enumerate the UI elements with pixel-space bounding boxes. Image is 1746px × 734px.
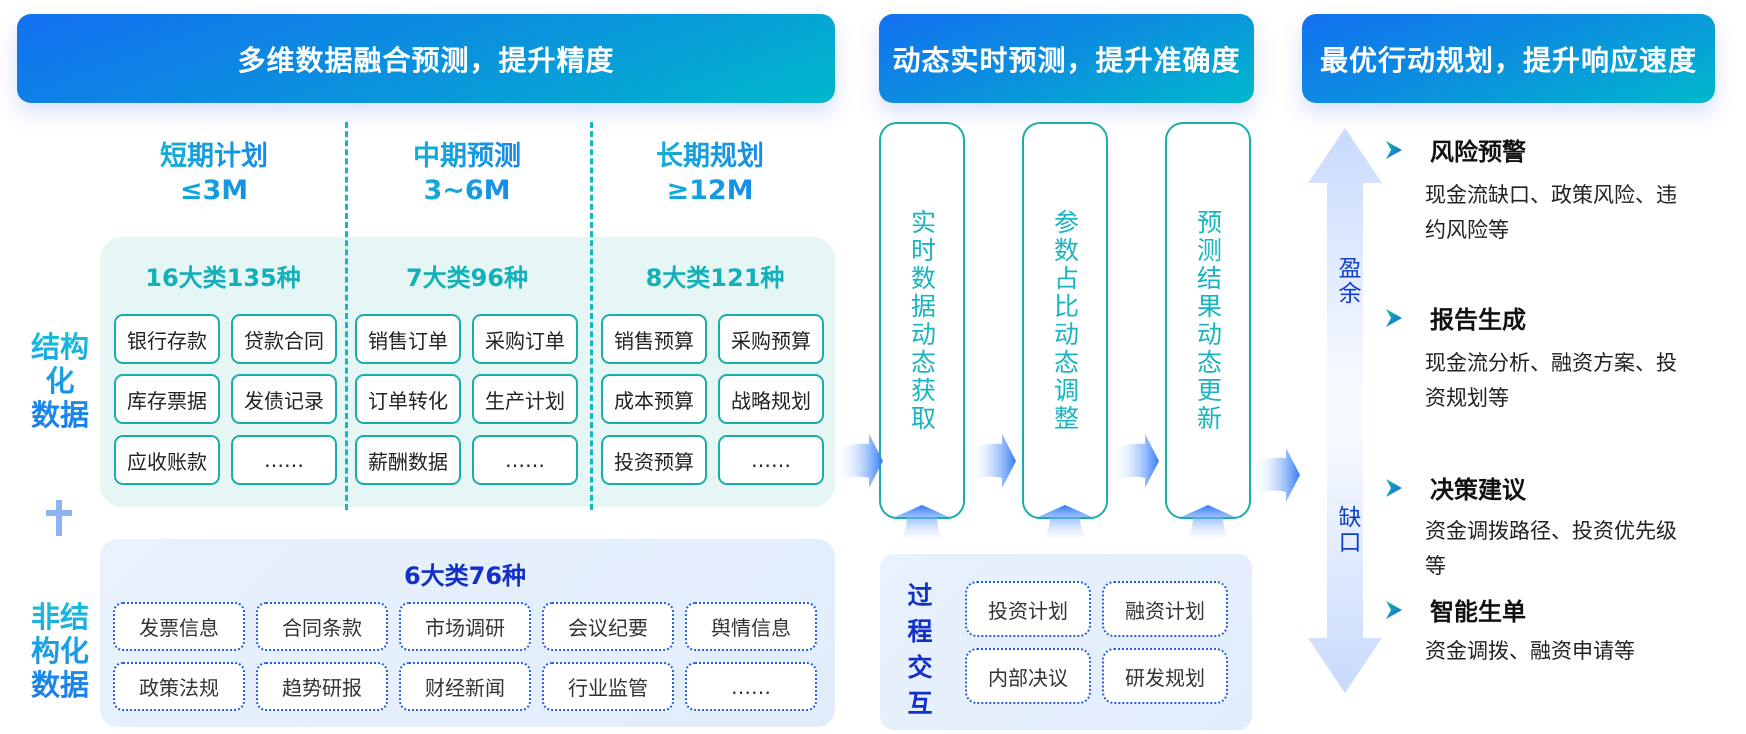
period-mid-term: 中期预测 3~6M [367,140,567,208]
data-chip: 发债记录 [231,374,337,424]
data-chip: …… [472,435,578,485]
action-description: 资金调拨路径、投资优先级等 [1425,519,1677,578]
surplus-label: 盈余 [1334,256,1360,306]
flow-arrow-icon [968,434,1016,488]
process-chip: 内部决议 [965,648,1091,704]
action-title-text: 风险预警 [1430,138,1526,166]
period-range: ≥12M [666,175,754,206]
flow-arrow-icon [1111,434,1159,488]
period-name: 中期预测 [413,141,521,172]
data-chip: 应收账款 [114,435,220,485]
label-line: 构化 [30,634,89,668]
header-optimal-planning: 最优行动规划，提升响应速度 [1302,14,1715,103]
step-label: 实时数据动态获取 [907,208,937,433]
process-interaction-label: 过程交互 [907,581,933,718]
flow-arrow-icon [835,434,883,488]
data-chip: …… [718,435,824,485]
unstructured-chip: 行业监管 [542,662,674,711]
label-line: 结构 [30,330,89,364]
unstructured-chip: 政策法规 [113,662,245,711]
bullet-arrow-icon [1386,308,1402,327]
action-description: 现金流缺口、政策风险、违约风险等 [1425,183,1677,242]
bullet-arrow-icon [1386,140,1402,159]
process-chip: 融资计划 [1102,581,1228,637]
label-line: 数据 [30,668,89,702]
process-chip: 投资计划 [965,581,1091,637]
unstructured-chip: 趋势研报 [256,662,388,711]
action-title-text: 决策建议 [1430,476,1526,504]
unstructured-chip: 市场调研 [399,602,531,651]
data-chip: 生产计划 [472,374,578,424]
period-divider [590,122,593,510]
data-chip: …… [231,435,337,485]
header-multi-dim-forecast: 多维数据融合预测，提升精度 [17,14,835,103]
step-label: 预测结果动态更新 [1193,208,1223,433]
data-chip: 库存票据 [114,374,220,424]
label-line: 化 [45,364,75,398]
action-title-text: 智能生单 [1430,598,1526,626]
structured-data-label: 结构 化 数据 [20,330,100,432]
unstructured-chip: 财经新闻 [399,662,531,711]
up-arrow-icon [1038,505,1092,545]
short-term-count: 16大类135种 [145,264,301,292]
unstructured-count: 6大类76种 [403,562,527,590]
header-dynamic-forecast: 动态实时预测，提升准确度 [879,14,1254,103]
period-short-term: 短期计划 ≤3M [114,140,314,208]
data-chip: 投资预算 [601,435,707,485]
plus-icon [46,500,72,536]
structured-data-panel [100,237,835,507]
unstructured-chip: 发票信息 [113,602,245,651]
surplus-gap-double-arrow-icon [1308,128,1382,693]
label-line: 数据 [30,398,89,432]
data-chip: 薪酬数据 [355,435,461,485]
data-chip: 银行存款 [114,314,220,364]
step-realtime-data: 实时数据动态获取 [879,122,965,519]
label-line: 非结 [30,600,89,634]
step-param-adjust: 参数占比动态调整 [1022,122,1108,519]
period-divider [345,122,348,510]
data-chip: 采购预算 [718,314,824,364]
data-chip: 订单转化 [355,374,461,424]
step-label: 参数占比动态调整 [1050,208,1080,433]
action-title: 决策建议 [1386,470,1526,505]
data-chip: 销售预算 [601,314,707,364]
unstructured-chip: …… [685,662,817,711]
gap-label: 缺口 [1334,505,1360,555]
period-name: 短期计划 [160,141,268,172]
flow-arrow-icon [1252,448,1300,502]
data-chip: 采购订单 [472,314,578,364]
bullet-arrow-icon [1386,478,1402,497]
bullet-arrow-icon [1386,600,1402,619]
unstructured-chip: 合同条款 [256,602,388,651]
action-title: 风险预警 [1386,132,1526,167]
period-long-term: 长期规划 ≥12M [610,140,810,208]
data-chip: 战略规划 [718,374,824,424]
unstructured-data-label: 非结 构化 数据 [20,600,100,702]
unstructured-chip: 舆情信息 [685,602,817,651]
period-name: 长期规划 [656,141,764,172]
mid-term-count: 7大类96种 [405,264,529,292]
action-title: 报告生成 [1386,300,1526,335]
action-title-text: 报告生成 [1430,306,1526,334]
data-chip: 销售订单 [355,314,461,364]
data-chip: 成本预算 [601,374,707,424]
long-term-count: 8大类121种 [645,264,785,292]
step-result-update: 预测结果动态更新 [1165,122,1251,519]
up-arrow-icon [1181,505,1235,545]
action-description: 现金流分析、融资方案、投资规划等 [1425,351,1677,410]
up-arrow-icon [895,505,949,545]
period-range: 3~6M [423,175,511,206]
period-range: ≤3M [179,175,249,206]
action-title: 智能生单 [1386,592,1526,627]
action-description: 资金调拨、融资申请等 [1425,639,1635,663]
process-chip: 研发规划 [1102,648,1228,704]
data-chip: 贷款合同 [231,314,337,364]
unstructured-chip: 会议纪要 [542,602,674,651]
